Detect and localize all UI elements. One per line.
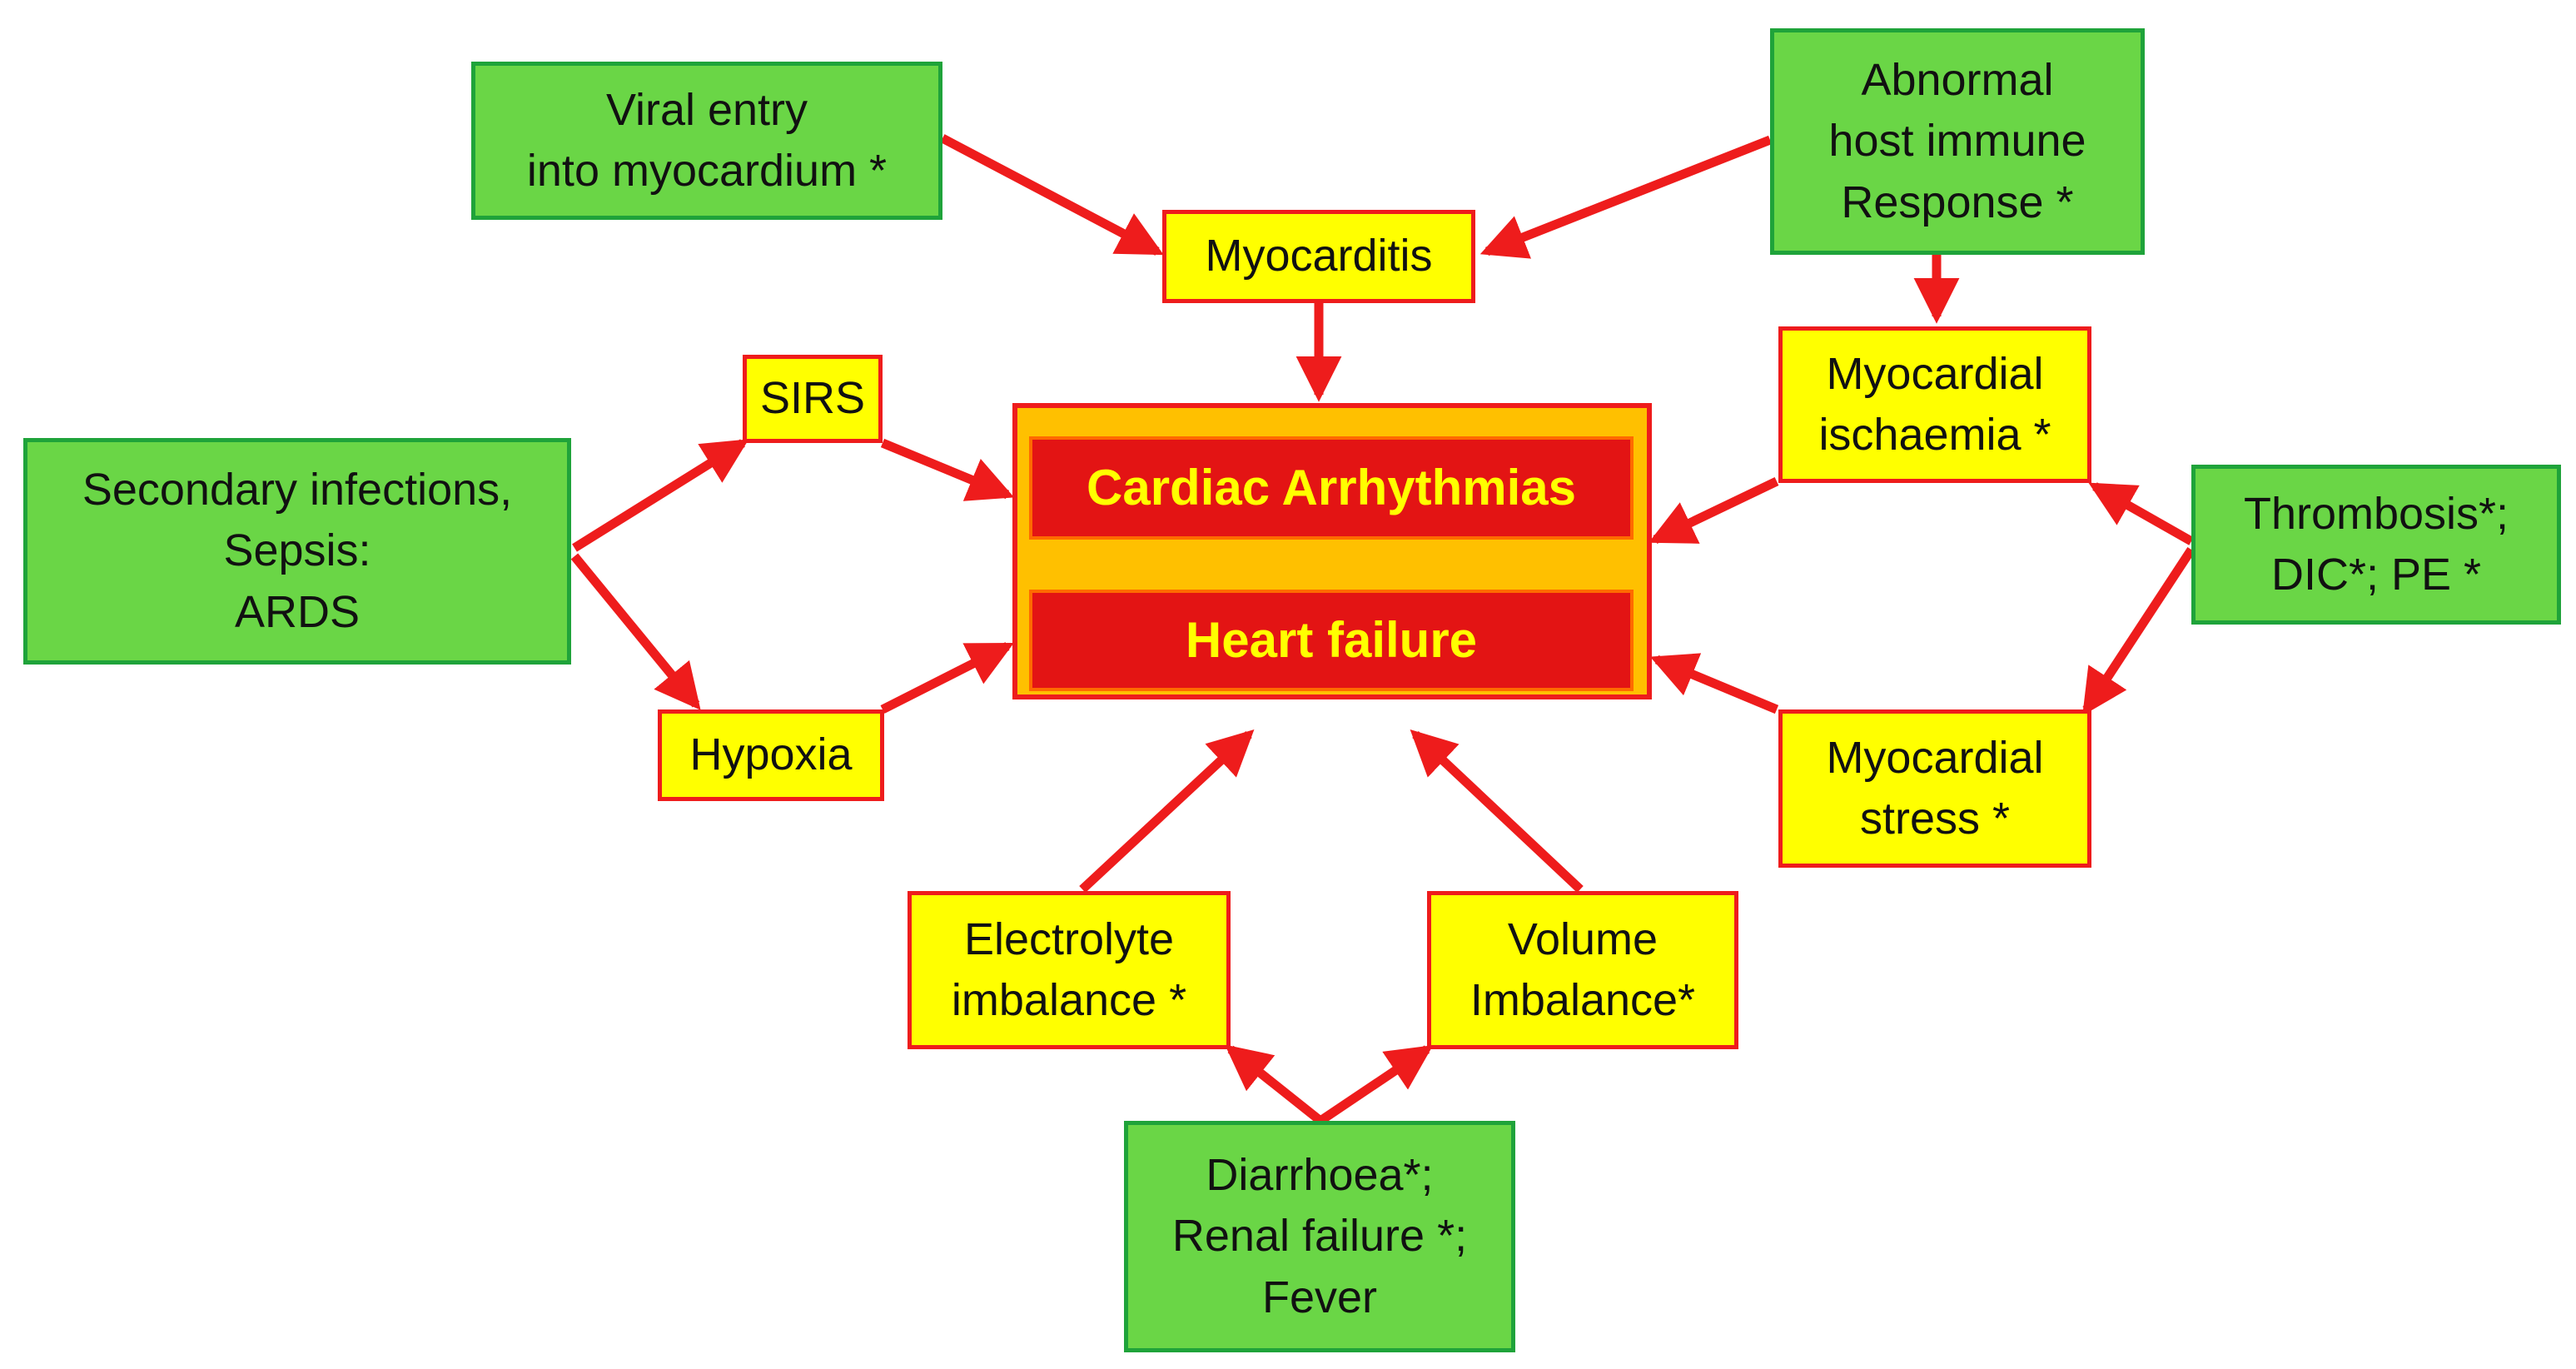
arrow-immune-to-myocarditis [1479,135,1773,259]
arrow-infections-to-hypoxia [570,553,701,710]
node-secondary-infections: Secondary infections, Sepsis: ARDS [23,438,571,665]
node-myocarditis: Myocarditis [1162,210,1475,303]
node-abnormal-immune: Abnormal host immune Response * [1770,28,2145,255]
arrow-thrombosis-to-ischaemia [2088,482,2194,545]
node-diarrhoea: Diarrhoea*; Renal failure *; Fever [1124,1121,1515,1352]
node-sirs: SIRS [743,355,883,443]
node-viral-entry: Viral entry into myocardium * [471,62,942,220]
node-hypoxia: Hypoxia [658,709,884,801]
arrow-stress-to-outcome [1649,653,1779,714]
arrow-sirs-to-outcome [880,438,1015,501]
node-electrolyte-imbalance: Electrolyte imbalance * [908,891,1231,1049]
arrow-diarrhoea-to-electrolyte [1225,1044,1324,1125]
arrow-electrolyte-to-outcome [1079,729,1255,894]
node-thrombosis: Thrombosis*; DIC*; PE * [2191,465,2561,625]
arrow-thrombosis-to-stress [2082,546,2196,716]
node-myocardial-stress: Myocardial stress * [1778,709,2091,868]
node-cardiac-arrhythmias: Cardiac Arrhythmias [1029,436,1634,540]
node-heart-failure: Heart failure [1029,590,1634,691]
arrow-diarrhoea-to-volume [1317,1045,1434,1125]
arrow-ischaemia-to-outcome [1649,477,1779,544]
node-myocardial-ischaemia: Myocardial ischaemia * [1778,326,2091,483]
arrow-volume-to-outcome [1410,729,1584,894]
node-volume-imbalance: Volume Imbalance* [1427,891,1738,1049]
arrow-infections-to-sirs [572,439,749,552]
arrow-viral-entry-to-myocarditis [940,134,1164,256]
arrow-hypoxia-to-outcome [880,642,1014,714]
